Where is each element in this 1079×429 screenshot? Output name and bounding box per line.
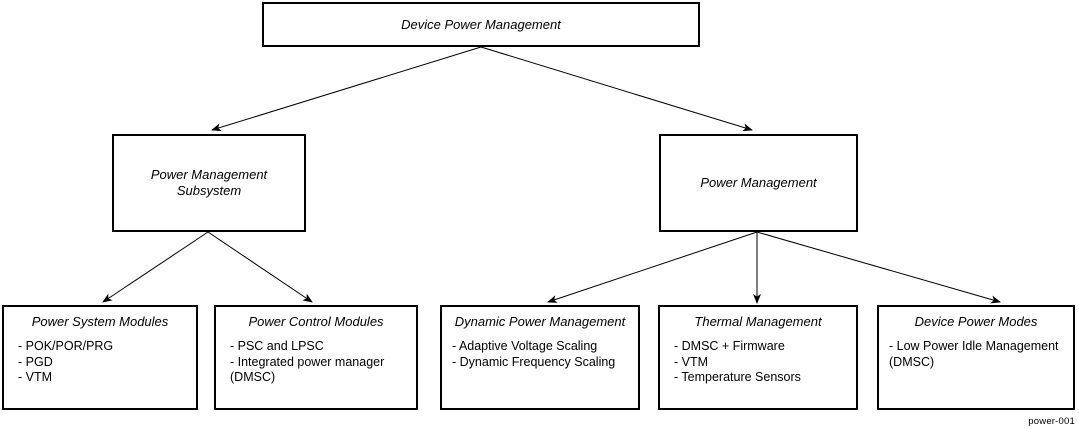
edge-pms-to-pcm (207, 231, 313, 303)
node-title: Power Control Modules (248, 314, 384, 329)
edge-pm-to-modes (756, 231, 1001, 304)
list-item: - POK/POR/PRG (18, 339, 114, 353)
node-item-list: - PSC and LPSC - Integrated power manage… (224, 339, 408, 386)
edge-pms-to-psm (102, 231, 209, 303)
node-device-power-management[interactable]: Device Power Management (262, 2, 700, 47)
list-item: - VTM (18, 370, 53, 384)
list-item: - VTM (674, 354, 709, 369)
node-title: Power System Modules (31, 314, 169, 329)
node-power-management[interactable]: Power Management (659, 134, 858, 232)
node-device-power-modes[interactable]: Device Power Modes - Low Power Idle Mana… (877, 305, 1075, 410)
node-thermal-management[interactable]: Thermal Management - DMSC + Firmware - V… (658, 305, 858, 410)
node-power-system-modules[interactable]: Power System Modules - POK/POR/PRG - PGD… (2, 305, 198, 410)
list-item: - Dynamic Frequency Scaling (452, 354, 616, 369)
edge-dpm-to-pm (480, 46, 753, 132)
node-title: Power Management (700, 175, 817, 190)
node-dynamic-power-management[interactable]: Dynamic Power Management - Adaptive Volt… (440, 305, 640, 410)
node-title: Dynamic Power Management (454, 314, 626, 329)
list-item: - DMSC + Firmware (674, 339, 785, 353)
node-item-list: - Adaptive Voltage Scaling - Dynamic Fre… (450, 339, 630, 370)
node-item-list: - POK/POR/PRG - PGD - VTM (12, 339, 188, 386)
node-power-control-modules[interactable]: Power Control Modules - PSC and LPSC - I… (214, 305, 418, 410)
edge-pm-to-dpmgmt (547, 231, 758, 303)
node-item-list: - DMSC + Firmware - VTM - Temperature Se… (668, 339, 848, 386)
list-item: - Adaptive Voltage Scaling (452, 339, 598, 353)
node-item-list: - Low Power Idle Management (DMSC) (887, 339, 1065, 370)
list-item: - PSC and LPSC (230, 339, 324, 353)
node-title: Device Power Management (401, 16, 561, 32)
figure-caption: power-001 (1028, 416, 1075, 427)
list-item: - Low Power Idle Management (DMSC) (889, 339, 1059, 369)
list-item: - Integrated power manager (DMSC) (230, 354, 385, 385)
list-item: - PGD (18, 354, 53, 369)
node-power-management-subsystem[interactable]: Power Management Subsystem (112, 134, 306, 232)
node-title: Device Power Modes (914, 314, 1038, 329)
node-title: Power Management Subsystem (150, 167, 268, 198)
edge-dpm-to-pms (211, 46, 482, 132)
list-item: - Temperature Sensors (674, 370, 801, 384)
node-title: Thermal Management (694, 314, 822, 329)
